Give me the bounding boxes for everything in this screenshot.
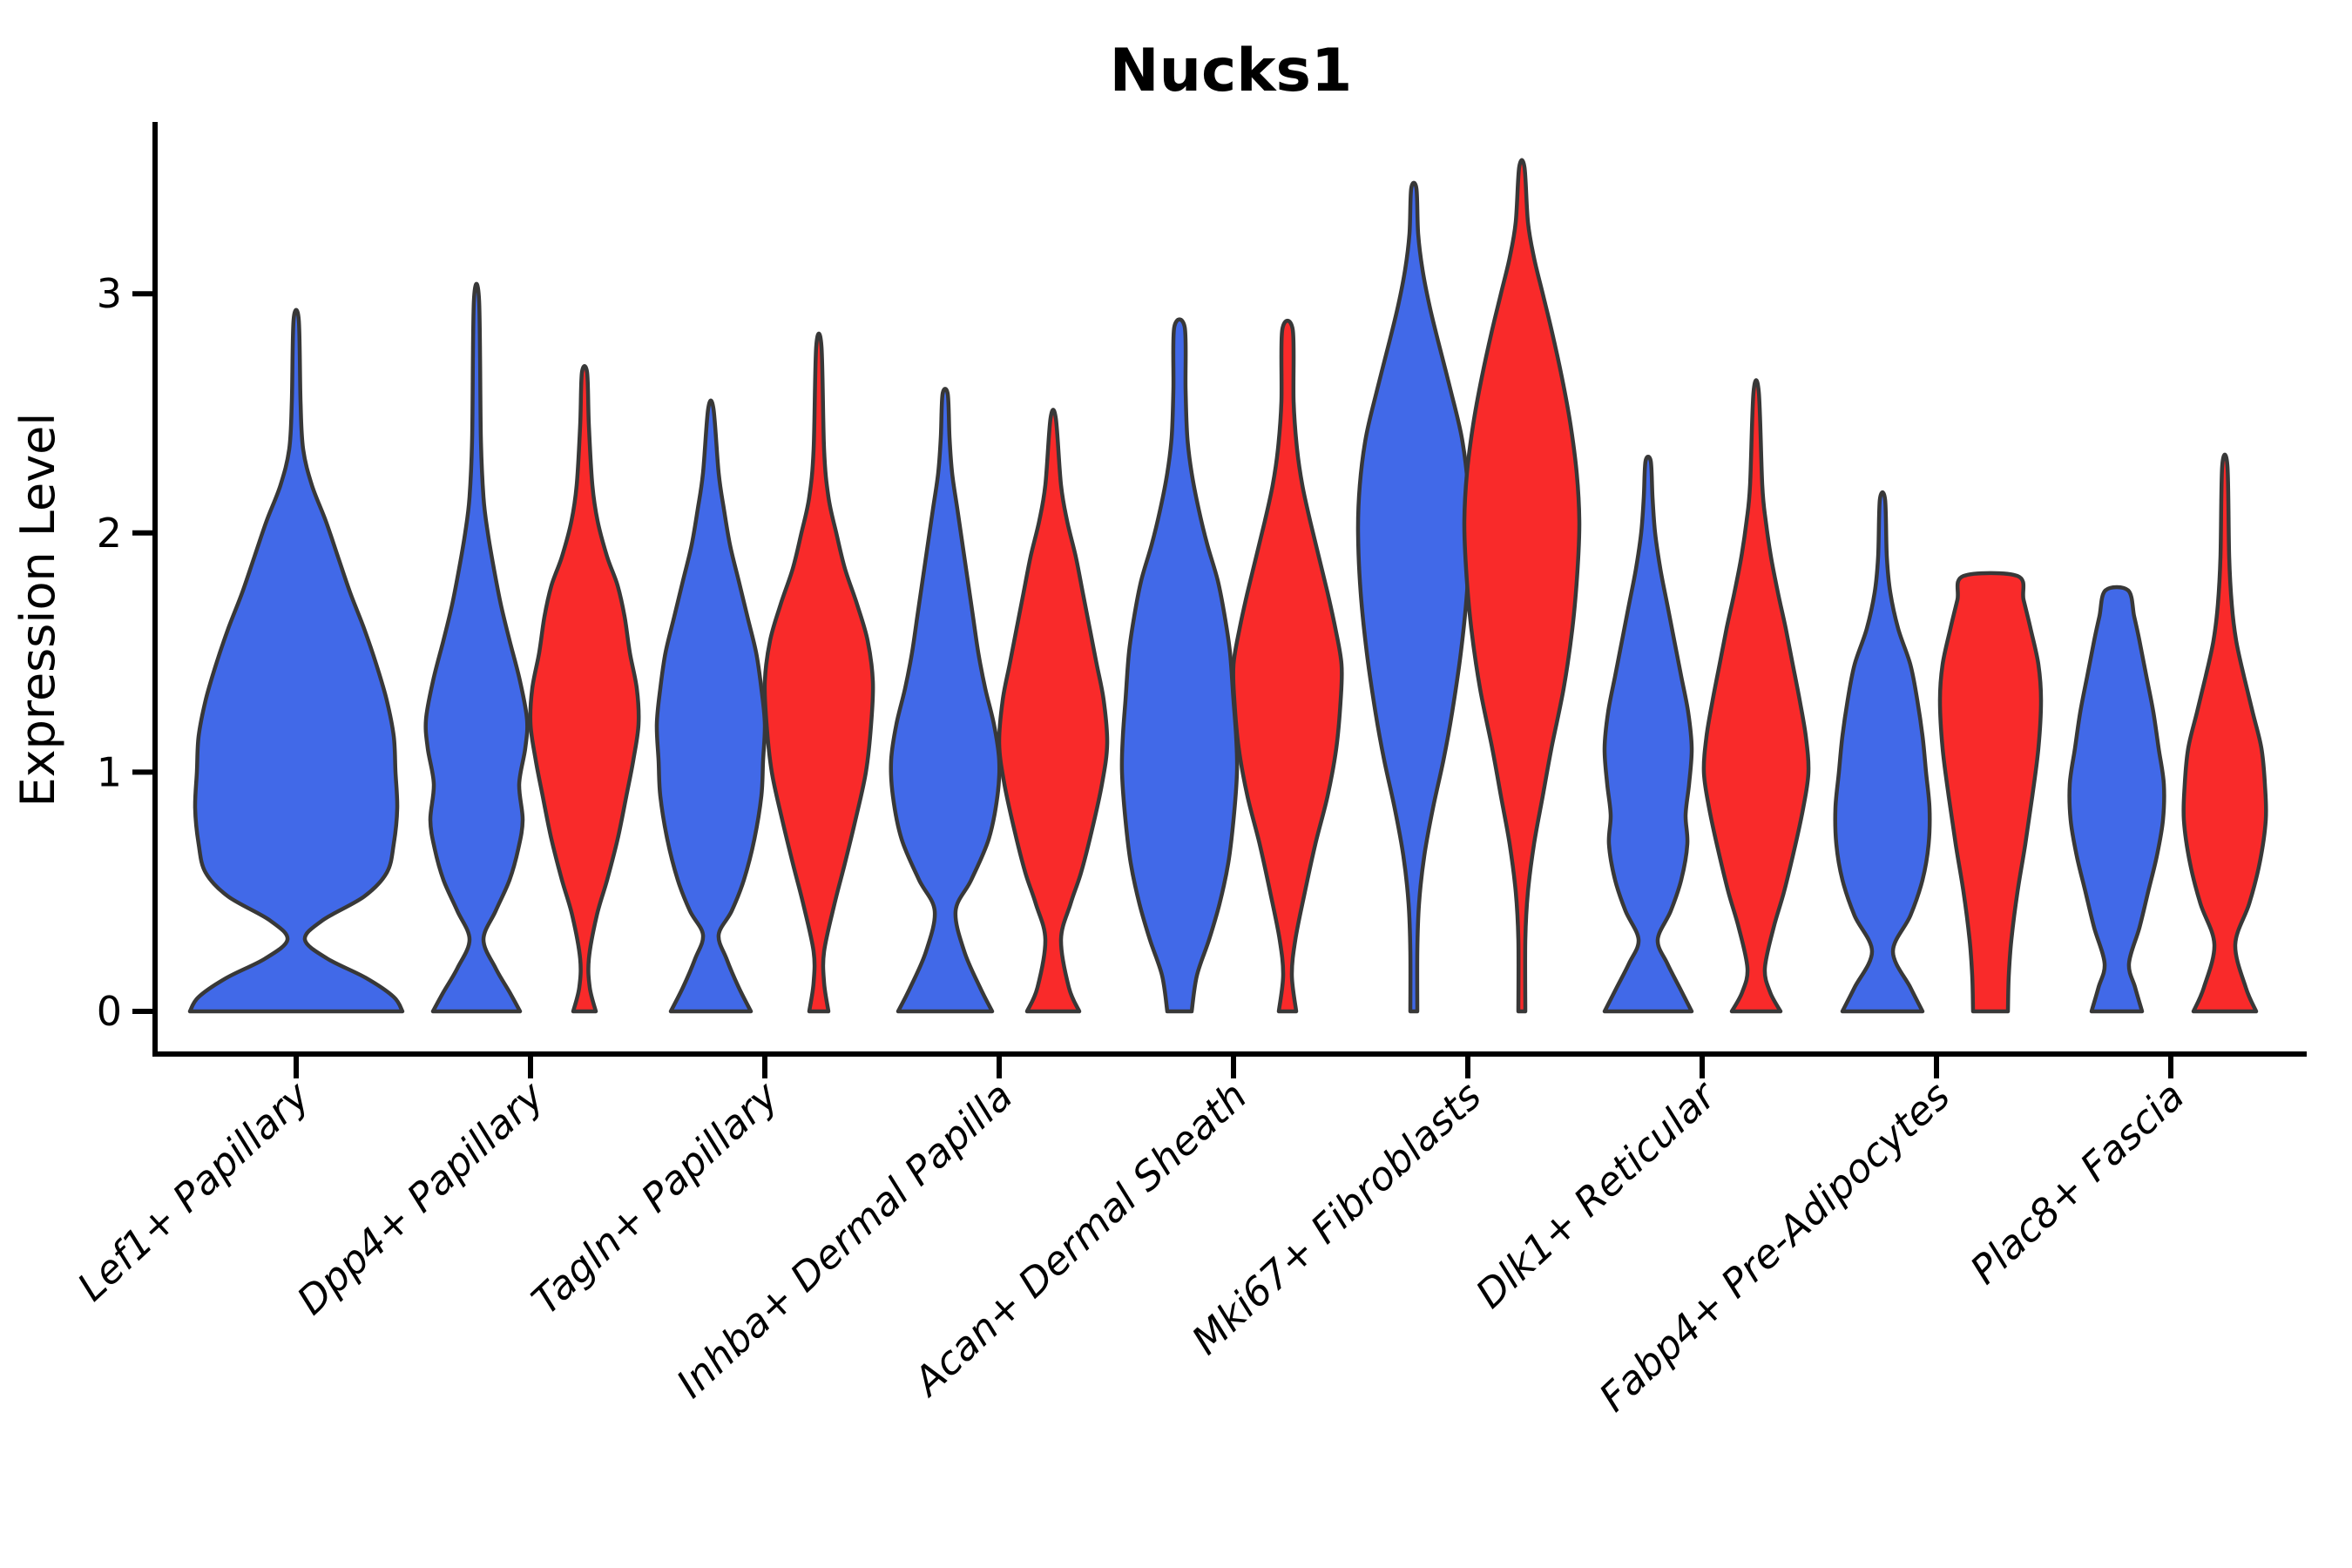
violin-red-dpp4-papillary — [528, 363, 641, 1014]
violin-blue-plac8-fascia — [2067, 585, 2166, 1014]
violin-blue-dpp4-papillary — [423, 281, 530, 1014]
chart-title: Nucks1 — [1110, 37, 1353, 105]
violin-red-tagln-papillary — [762, 331, 875, 1014]
violin-blue-mki67-fibroblasts — [1355, 180, 1472, 1014]
violin-red-dlk1-reticular — [1701, 378, 1811, 1014]
x-tick-label-dpp4-papillary: Dpp4+ Papillary — [288, 1071, 554, 1323]
x-tick-label-plac8-fascia: Plac8+ Fascia — [1961, 1072, 2193, 1293]
violin-red-inhba-dermal-papilla — [997, 408, 1110, 1014]
violin-red-acan-dermal-sheath — [1231, 318, 1344, 1014]
y-tick-label-0: 0 — [97, 988, 122, 1035]
violin-blue-dlk1-reticular — [1602, 455, 1694, 1014]
violin-blue-fabp4-pre-adipocytes — [1833, 490, 1932, 1014]
x-tick-label-lef1-papillary: Lef1+ Papillary — [69, 1071, 320, 1309]
violin-blue-tagln-papillary — [654, 398, 767, 1014]
y-axis-label: Expression Level — [10, 413, 65, 808]
violin-blue-inhba-dermal-papilla — [889, 387, 1002, 1014]
x-tick-label-dlk1-reticular: Dlk1+ Reticular — [1467, 1071, 1726, 1317]
violin-blue-lef1-papillary — [187, 308, 405, 1014]
y-tick-label-1: 1 — [97, 748, 122, 795]
violin-layer — [187, 158, 2268, 1014]
y-tick-label-2: 2 — [97, 510, 122, 557]
violin-red-fabp4-pre-adipocytes — [1937, 571, 2044, 1014]
violin-red-plac8-fascia — [2181, 452, 2268, 1014]
violin-blue-acan-dermal-sheath — [1119, 317, 1240, 1014]
violin-red-mki67-fibroblasts — [1462, 158, 1582, 1014]
y-tick-label-3: 3 — [97, 270, 122, 317]
x-tick-label-tagln-papillary: Tagln+ Papillary — [523, 1071, 787, 1323]
